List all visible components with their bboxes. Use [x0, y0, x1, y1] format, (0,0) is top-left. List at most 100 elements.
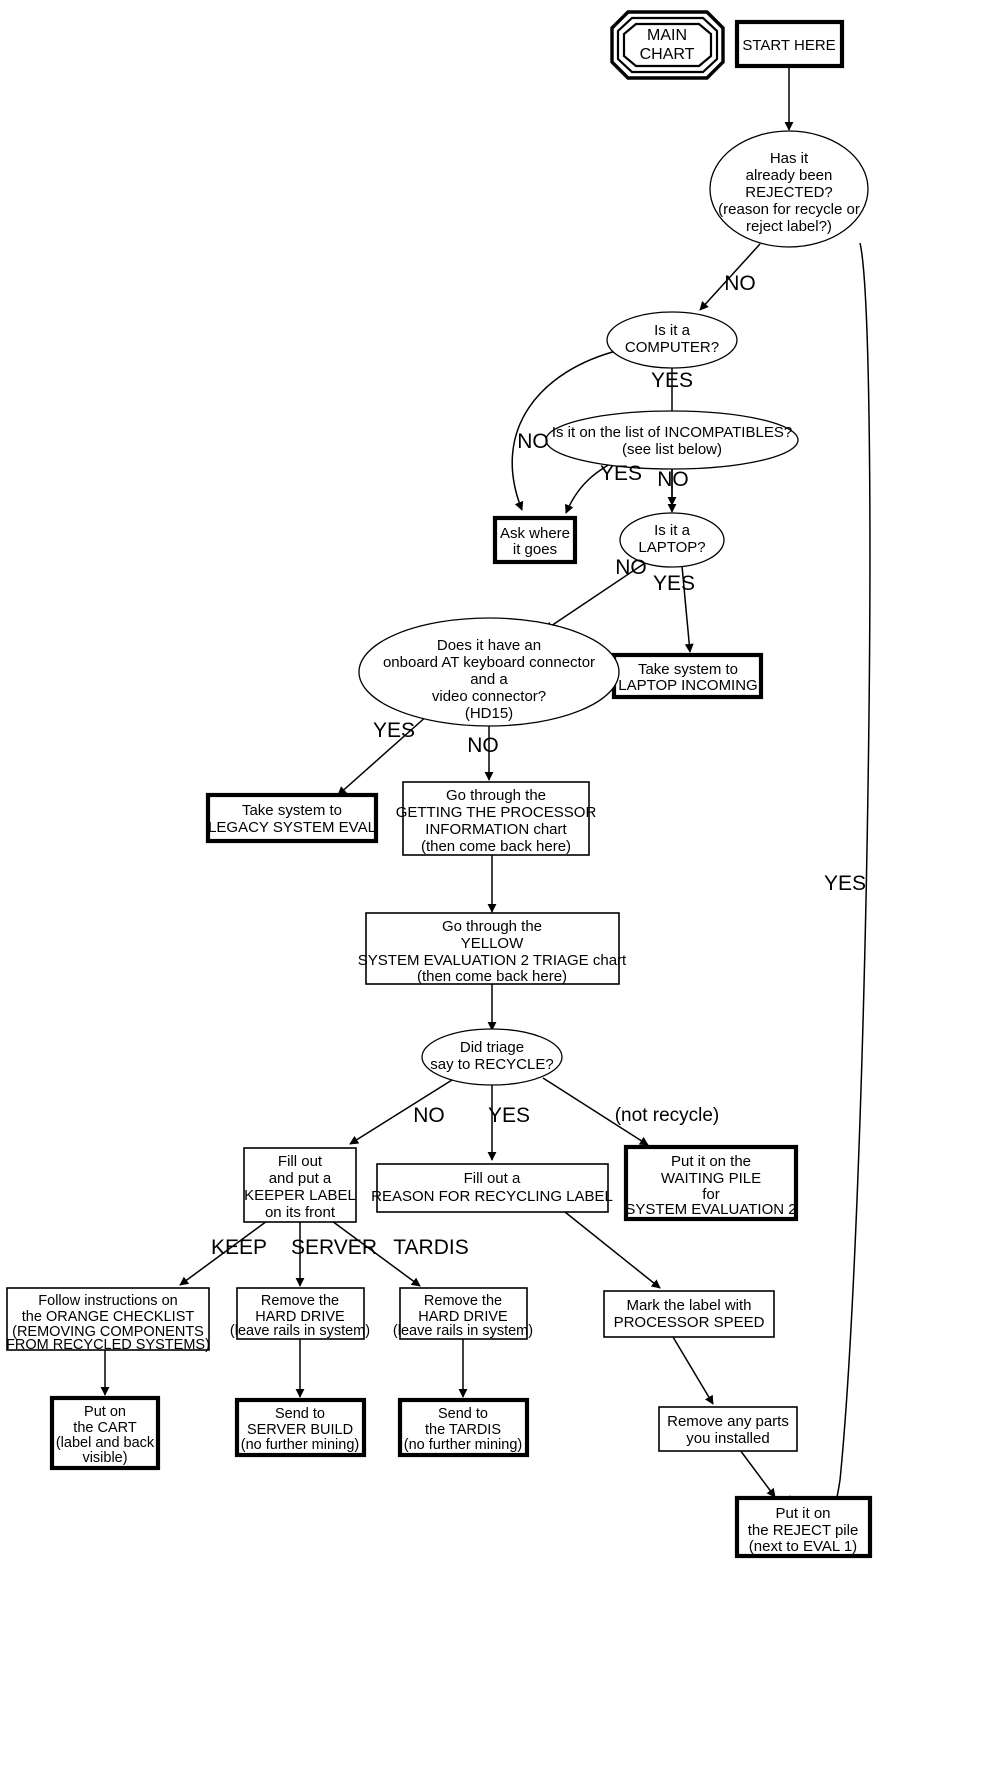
- node-recycling-label[interactable]: Fill out a REASON FOR RECYCLING LABEL: [371, 1163, 613, 1213]
- waiting-pile-line-1: WAITING PILE: [661, 1170, 761, 1187]
- laptop-incoming-line-1: LAPTOP INCOMING: [618, 677, 757, 694]
- q-connectors-line-3: video connector?: [432, 688, 546, 705]
- main-chart-line-0: MAIN: [647, 27, 687, 44]
- yellow-triage-line-3: (then come back here): [417, 968, 567, 985]
- edge-laptop-no: [544, 562, 646, 631]
- edge-computer-no: [511, 349, 621, 511]
- yellow-triage-line-1: YELLOW: [461, 935, 524, 952]
- server-build-line-0: Send to: [275, 1406, 325, 1422]
- q-rejected-line-1: already been: [746, 167, 833, 184]
- node-q-incompatibles[interactable]: Is it on the list of INCOMPATIBLES? (see…: [545, 410, 799, 470]
- yellow-triage-line-0: Go through the: [442, 918, 542, 935]
- recycling-label-line-0: Fill out a: [464, 1170, 521, 1187]
- remove-hd-tardis-line-0: Remove the: [424, 1293, 502, 1309]
- node-laptop-incoming[interactable]: Take system to LAPTOP INCOMING: [611, 652, 764, 700]
- node-q-triage-recycle[interactable]: Did triage say to RECYCLE?: [421, 1028, 563, 1086]
- node-server-build[interactable]: Send to SERVER BUILD (no further mining): [234, 1397, 367, 1458]
- q-rejected-line-4: reject label?): [746, 218, 832, 235]
- keeper-label-line-1: and put a: [269, 1170, 332, 1187]
- node-the-tardis[interactable]: Send to the TARDIS (no further mining): [397, 1397, 530, 1458]
- remove-parts-line-1: you installed: [686, 1430, 769, 1447]
- q-laptop-line-1: LAPTOP?: [638, 539, 705, 556]
- processor-info-line-0: Go through the: [446, 787, 546, 804]
- the-tardis-line-0: Send to: [438, 1406, 488, 1422]
- node-q-rejected[interactable]: Has it already been REJECTED? (reason fo…: [709, 130, 869, 248]
- node-remove-hd-tardis[interactable]: Remove the HARD DRIVE (leave rails in sy…: [393, 1287, 533, 1340]
- q-connectors-line-4: (HD15): [465, 705, 513, 722]
- main-chart-line-1: CHART: [640, 46, 695, 63]
- orange-checklist-line-1: the ORANGE CHECKLIST: [22, 1309, 195, 1325]
- node-q-connectors[interactable]: Does it have an onboard AT keyboard conn…: [358, 617, 620, 727]
- q-rejected-line-3: (reason for recycle or: [718, 201, 860, 218]
- label-triage-notrecycle: (not recycle): [615, 1105, 720, 1126]
- legacy-eval-line-0: Take system to: [242, 802, 342, 819]
- edge-labels: NO YES NO YES YES NO NO YES YES NO NO YE…: [211, 272, 866, 1259]
- mark-label-line-1: PROCESSOR SPEED: [614, 1314, 765, 1331]
- remove-hd-tardis-line-1: HARD DRIVE: [418, 1309, 508, 1325]
- node-remove-hd-server[interactable]: Remove the HARD DRIVE (leave rails in sy…: [230, 1287, 370, 1340]
- label-keeper-server: SERVER: [291, 1236, 377, 1259]
- label-connectors-yes: YES: [373, 719, 415, 742]
- label-connectors-no: NO: [467, 734, 499, 757]
- remove-parts-line-0: Remove any parts: [667, 1413, 789, 1430]
- node-processor-info[interactable]: Go through the GETTING THE PROCESSOR INF…: [396, 781, 597, 856]
- remove-hd-tardis-line-2: (leave rails in system): [393, 1323, 533, 1339]
- q-connectors-line-0: Does it have an: [437, 637, 541, 654]
- node-yellow-triage[interactable]: Go through the YELLOW SYSTEM EVALUATION …: [358, 912, 627, 985]
- the-tardis-line-2: (no further mining): [404, 1437, 522, 1453]
- label-laptop-yes: YES: [653, 572, 695, 595]
- q-computer-line-1: COMPUTER?: [625, 339, 719, 356]
- edge-mark-to-removeparts: [672, 1336, 714, 1405]
- edge-connectors-yes: [337, 714, 429, 796]
- remove-hd-server-line-2: (leave rails in system): [230, 1323, 370, 1339]
- keeper-label-line-3: on its front: [265, 1204, 336, 1221]
- ask-where-line-1: it goes: [513, 541, 557, 558]
- node-orange-checklist[interactable]: Follow instructions on the ORANGE CHECKL…: [6, 1287, 210, 1353]
- processor-info-line-3: (then come back here): [421, 838, 571, 855]
- remove-hd-server-line-1: HARD DRIVE: [255, 1309, 345, 1325]
- label-incompat-yes: YES: [600, 462, 642, 485]
- node-q-computer[interactable]: Is it a COMPUTER?: [606, 311, 738, 369]
- node-put-on-cart[interactable]: Put on the CART (label and back visible): [49, 1395, 161, 1471]
- label-triage-yes: YES: [488, 1104, 530, 1127]
- orange-checklist-line-3: FROM RECYCLED SYSTEMS): [6, 1337, 210, 1353]
- node-remove-parts[interactable]: Remove any parts you installed: [658, 1406, 798, 1452]
- label-triage-no: NO: [413, 1104, 445, 1127]
- q-computer-line-0: Is it a: [654, 322, 691, 339]
- node-ask-where[interactable]: Ask where it goes: [492, 515, 578, 565]
- q-triage-line-1: say to RECYCLE?: [430, 1056, 553, 1073]
- laptop-incoming-line-0: Take system to: [638, 661, 738, 678]
- server-build-line-1: SERVER BUILD: [247, 1422, 353, 1438]
- remove-hd-server-line-0: Remove the: [261, 1293, 339, 1309]
- start-here-line-0: START HERE: [742, 37, 835, 54]
- reject-pile-line-0: Put it on: [775, 1505, 830, 1522]
- q-triage-line-0: Did triage: [460, 1039, 524, 1056]
- node-main-chart: MAIN CHART: [610, 10, 725, 80]
- edge-keeper-keep: [179, 1220, 268, 1286]
- node-legacy-eval[interactable]: Take system to LEGACY SYSTEM EVAL: [205, 792, 379, 844]
- edge-removeparts-to-reject: [739, 1449, 776, 1498]
- put-on-cart-line-3: visible): [82, 1450, 127, 1466]
- node-q-laptop[interactable]: Is it a LAPTOP?: [619, 512, 725, 568]
- node-waiting-pile[interactable]: Put it on the WAITING PILE for SYSTEM EV…: [623, 1144, 799, 1222]
- label-rejected-yes: YES: [824, 872, 866, 895]
- label-laptop-no: NO: [615, 556, 647, 579]
- waiting-pile-line-2: for: [702, 1186, 720, 1203]
- label-keeper-tardis: TARDIS: [393, 1236, 468, 1259]
- node-reject-pile[interactable]: Put it on the REJECT pile (next to EVAL …: [734, 1495, 873, 1559]
- server-build-line-2: (no further mining): [241, 1437, 359, 1453]
- reject-pile-line-1: the REJECT pile: [748, 1522, 859, 1539]
- the-tardis-line-1: the TARDIS: [425, 1422, 501, 1438]
- edge-laptop-yes: [681, 565, 694, 653]
- node-keeper-label[interactable]: Fill out and put a KEEPER LABEL on its f…: [243, 1147, 357, 1223]
- waiting-pile-line-3: SYSTEM EVALUATION 2: [625, 1201, 796, 1218]
- edge-triage-no: [349, 1079, 453, 1145]
- label-keeper-keep: KEEP: [211, 1236, 267, 1259]
- node-start-here[interactable]: START HERE: [734, 19, 845, 69]
- mark-label-line-0: Mark the label with: [626, 1297, 751, 1314]
- node-mark-label-speed[interactable]: Mark the label with PROCESSOR SPEED: [603, 1290, 775, 1338]
- edge-triage-notrecycle: [542, 1077, 649, 1146]
- q-connectors-line-2: and a: [470, 671, 508, 688]
